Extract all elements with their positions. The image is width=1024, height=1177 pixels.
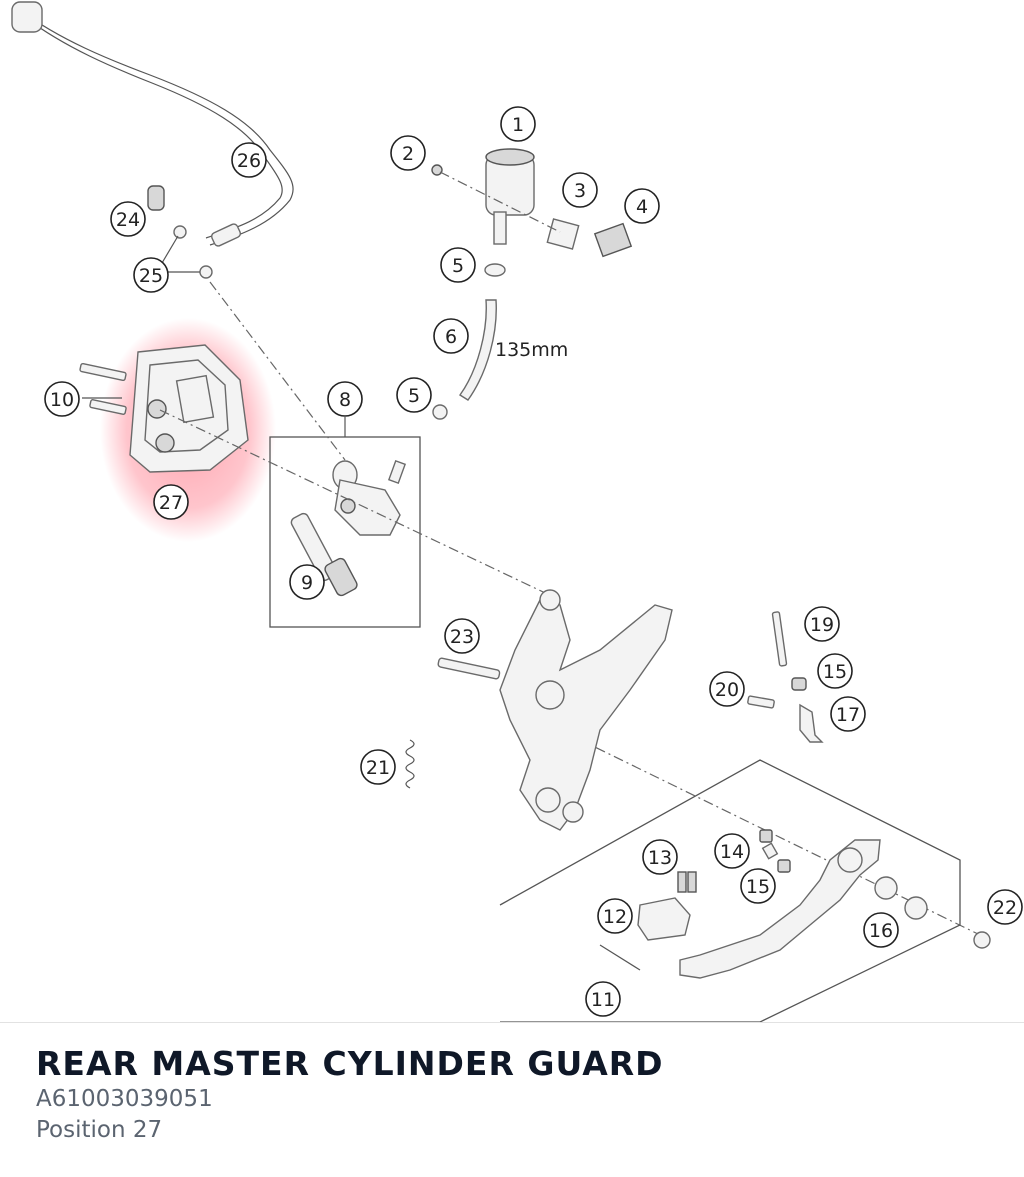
callout-number: 20 — [715, 679, 739, 701]
callout-21: 21 — [360, 749, 396, 785]
part-number[interactable]: A61003039051 — [36, 1086, 213, 1112]
callout-number: 8 — [339, 389, 351, 411]
callout-number: 9 — [301, 572, 313, 594]
callout-25: 25 — [133, 257, 169, 293]
callout-number: 15 — [746, 876, 770, 898]
brake-pedal — [637, 829, 991, 979]
callout-24: 24 — [110, 201, 146, 237]
callout-1: 1 — [500, 106, 536, 142]
callout-number: 21 — [366, 757, 390, 779]
callout-6: 6 — [433, 318, 469, 354]
callout-number: 26 — [237, 150, 261, 172]
callout-number: 24 — [116, 209, 140, 231]
part-title: REAR MASTER CYLINDER GUARD — [36, 1044, 664, 1083]
callout-26: 26 — [231, 142, 267, 178]
callout-10: 10 — [44, 381, 80, 417]
callout-number: 14 — [720, 841, 744, 863]
callout-number: 4 — [636, 196, 648, 218]
part-info: REAR MASTER CYLINDER GUARD A61003039051 … — [36, 1044, 664, 1146]
callout-number: 25 — [139, 265, 163, 287]
callout-number: 5 — [452, 255, 464, 277]
callout-number: 22 — [993, 897, 1017, 919]
callout-number: 10 — [50, 389, 74, 411]
callout-27: 27 — [153, 484, 189, 520]
master-cylinder — [290, 459, 407, 597]
callout-3: 3 — [562, 172, 598, 208]
callout-9: 9 — [289, 564, 325, 600]
callout-2: 2 — [390, 135, 426, 171]
guard-bolts — [79, 362, 127, 415]
brake-fluid-reservoir — [431, 148, 633, 258]
pins-and-nuts — [747, 611, 824, 743]
callout-number: 17 — [836, 704, 860, 726]
callout-number: 2 — [402, 143, 414, 165]
callout-15: 15 — [817, 653, 853, 689]
callout-number: 19 — [810, 614, 834, 636]
callout-number: 13 — [648, 847, 672, 869]
callout-19: 19 — [804, 606, 840, 642]
callout-number: 27 — [159, 492, 183, 514]
callout-number: 23 — [450, 626, 474, 648]
footrest-bracket — [437, 589, 673, 831]
callout-5: 5 — [396, 377, 432, 413]
callout-20: 20 — [709, 671, 745, 707]
callout-number: 3 — [574, 180, 586, 202]
callout-14: 14 — [714, 833, 750, 869]
brake-pedal-frame — [499, 759, 961, 1022]
callout-13: 13 — [642, 839, 678, 875]
bleeder-cap-and-washers — [147, 185, 213, 279]
callout-number: 1 — [512, 114, 524, 136]
callout-number: 12 — [603, 906, 627, 928]
callout-number: 6 — [445, 326, 457, 348]
hose-length-label: 135mm — [495, 339, 568, 361]
return-spring — [405, 739, 415, 789]
callout-12: 12 — [597, 898, 633, 934]
callout-16: 16 — [863, 912, 899, 948]
callout-number: 5 — [408, 385, 420, 407]
rear-master-cylinder-guard[interactable] — [100, 318, 276, 542]
callout-number: 16 — [869, 920, 893, 942]
callout-23: 23 — [444, 618, 480, 654]
clamps-and-hose — [432, 263, 506, 420]
part-position: Position 27 — [36, 1117, 163, 1143]
callout-number: 15 — [823, 661, 847, 683]
callout-5: 5 — [440, 247, 476, 283]
callout-17: 17 — [830, 696, 866, 732]
callout-4: 4 — [624, 188, 660, 224]
callout-number: 11 — [591, 989, 615, 1011]
brake-hose — [11, 1, 294, 247]
callout-11: 11 — [585, 981, 621, 1017]
divider — [0, 1022, 1024, 1023]
callout-22: 22 — [987, 889, 1023, 925]
callout-8: 8 — [327, 381, 363, 417]
callout-15: 15 — [740, 868, 776, 904]
